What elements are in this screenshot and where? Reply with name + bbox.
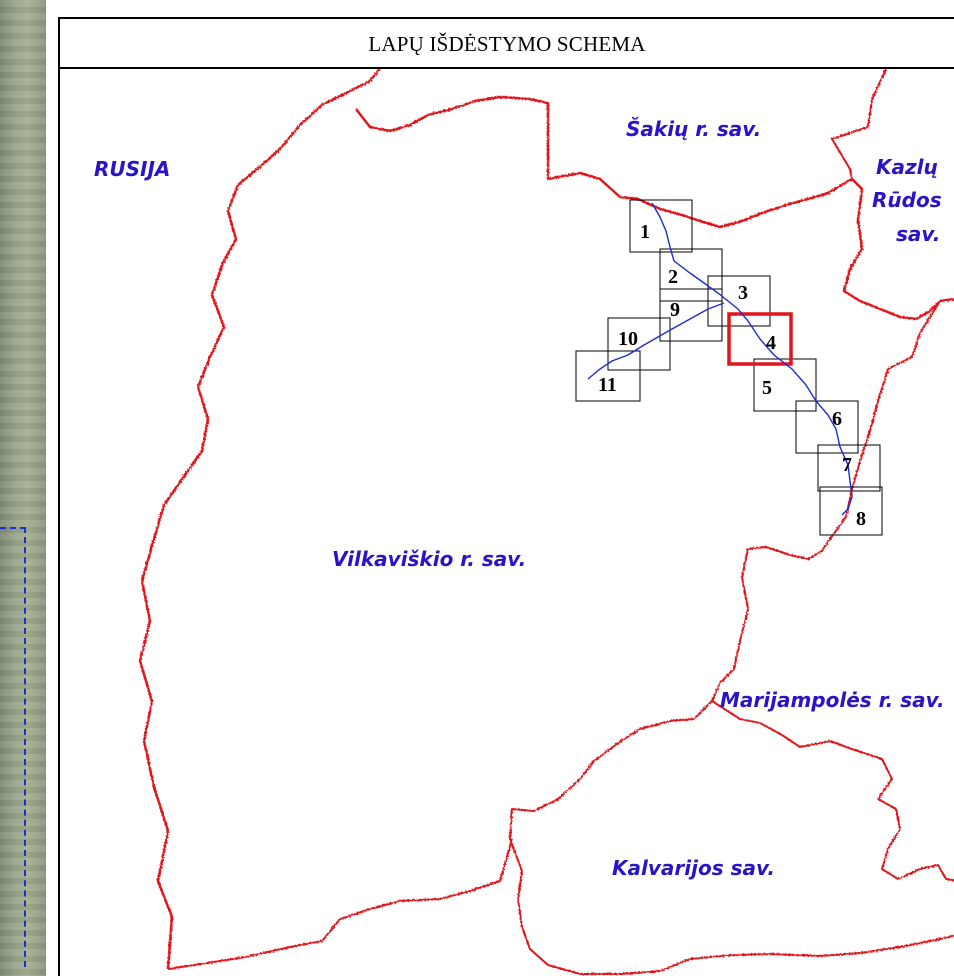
- layout-scheme-panel: LAPŲ IŠDĖSTYMO SCHEMA: [58, 17, 954, 976]
- vilkaviskio-boundary: [138, 69, 853, 970]
- sheet-10-frame: [607, 317, 671, 371]
- sheet-label-10: 10: [618, 328, 638, 350]
- region-label-rusija: RUSIJA: [94, 157, 170, 181]
- kazlu-top-boundary: [831, 69, 887, 180]
- overview-map: 1 2 3 4 5 6 7 8 9 10 11 RUSIJA Šakių r. …: [94, 69, 954, 975]
- sheet-4-frame: [727, 312, 793, 366]
- sheet-label-4: 4: [766, 332, 776, 354]
- region-label-sakiu: Šakių r. sav.: [626, 117, 761, 141]
- sheet-2-frame: [659, 248, 723, 302]
- sheet-label-7: 7: [842, 454, 852, 476]
- sheet-label-5: 5: [762, 377, 772, 399]
- region-label-marijampoles: Marijampolės r. sav.: [720, 688, 945, 712]
- sheet-numbers: 1 2 3 4 5 6 7 8 9 10 11: [598, 221, 866, 530]
- region-label-kazlu-1: Kazlų: [876, 155, 938, 179]
- sheet-label-2: 2: [668, 266, 678, 288]
- panel-title: LAPŲ IŠDĖSTYMO SCHEMA: [368, 32, 646, 56]
- kalvarijos-north-boundary: [711, 700, 954, 882]
- sheet-6-frame: [795, 400, 859, 454]
- vilkaviskio-south-boundary: [167, 838, 513, 970]
- municipality-boundaries: [138, 69, 954, 975]
- region-label-kalvarijos: Kalvarijos sav.: [612, 856, 775, 880]
- title-bar: LAPŲ IŠDĖSTYMO SCHEMA: [60, 19, 954, 69]
- river-line: [587, 202, 853, 516]
- sheet-9-frame: [659, 288, 723, 342]
- sheet-11-frame: [575, 350, 641, 402]
- region-label-kazlu-2: Rūdos: [872, 188, 942, 212]
- sheet-5-frame: [753, 358, 817, 412]
- sakiu-kazlu-boundary: [842, 178, 954, 321]
- region-labels: RUSIJA Šakių r. sav. Kazlų Rūdos sav. Vi…: [94, 117, 945, 880]
- marijampoles-east-boundary: [711, 300, 941, 702]
- sheet-label-1: 1: [640, 221, 650, 243]
- sheet-label-9: 9: [670, 299, 680, 321]
- region-label-vilkaviskio: Vilkaviškio r. sav.: [332, 547, 526, 571]
- sheet-label-11: 11: [598, 374, 617, 396]
- sheet-label-8: 8: [856, 508, 866, 530]
- region-label-kazlu-3: sav.: [896, 222, 940, 246]
- aerial-boundary-dashed-line: [0, 527, 26, 967]
- sheet-grid: [575, 199, 883, 536]
- aerial-photo-strip: [0, 0, 46, 976]
- sheet-label-6: 6: [832, 408, 842, 430]
- sheet-1-frame: [629, 199, 693, 253]
- sheet-7-frame: [817, 444, 881, 492]
- sheet-3-frame: [707, 275, 771, 327]
- marijampoles-kalvarijos-boundary: [509, 700, 954, 975]
- sheet-label-3: 3: [738, 282, 748, 304]
